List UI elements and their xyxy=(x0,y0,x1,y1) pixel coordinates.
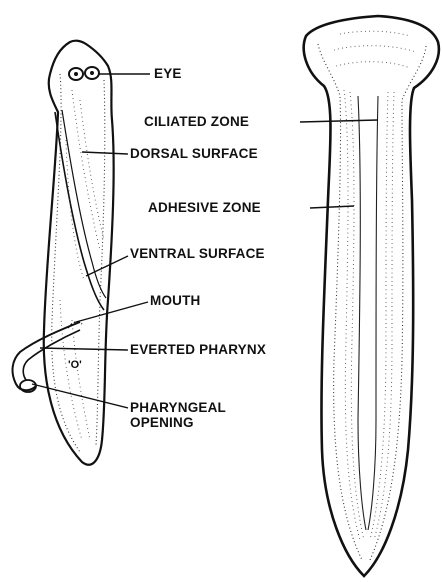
dorsal-stipple-fill xyxy=(60,90,104,440)
small-mark: 'O' xyxy=(68,359,82,371)
label-mouth: MOUTH xyxy=(150,293,201,308)
ventral-leader xyxy=(86,256,128,276)
mouth-leader xyxy=(76,302,148,322)
ciliated-zone-leader xyxy=(300,120,378,122)
pharyngeal-opening-leader xyxy=(32,384,128,408)
ciliated-zone-inner-line-right xyxy=(368,96,378,530)
label-dorsal-surface: DORSAL SURFACE xyxy=(130,146,258,161)
adhesive-zone-right-band xyxy=(370,92,394,540)
label-ventral-surface: VENTRAL SURFACE xyxy=(130,246,265,261)
right-outer-stipple-2 xyxy=(370,46,426,560)
dorsal-leader xyxy=(82,152,128,154)
right-leader-lines xyxy=(300,120,378,208)
adhesive-zone-leader xyxy=(310,206,354,208)
right-body-outline xyxy=(304,16,439,576)
everted-pharynx-leader xyxy=(40,348,128,350)
label-pharyngeal: PHARYNGEAL xyxy=(130,400,226,415)
right-planarian-figure xyxy=(304,16,439,576)
label-everted-pharynx: EVERTED PHARYNX xyxy=(130,342,266,357)
head-stipple xyxy=(334,31,416,68)
eye-spots xyxy=(69,67,99,80)
label-eye: EYE xyxy=(154,66,182,81)
ciliated-zone-inner-line-left xyxy=(358,96,366,530)
label-opening: OPENING xyxy=(130,415,194,430)
left-body-stipple-inner xyxy=(96,80,105,445)
label-ciliated-zone: CILIATED ZONE xyxy=(144,114,249,129)
adhesive-zone-left-band xyxy=(344,90,364,540)
label-adhesive-zone: ADHESIVE ZONE xyxy=(148,200,261,215)
